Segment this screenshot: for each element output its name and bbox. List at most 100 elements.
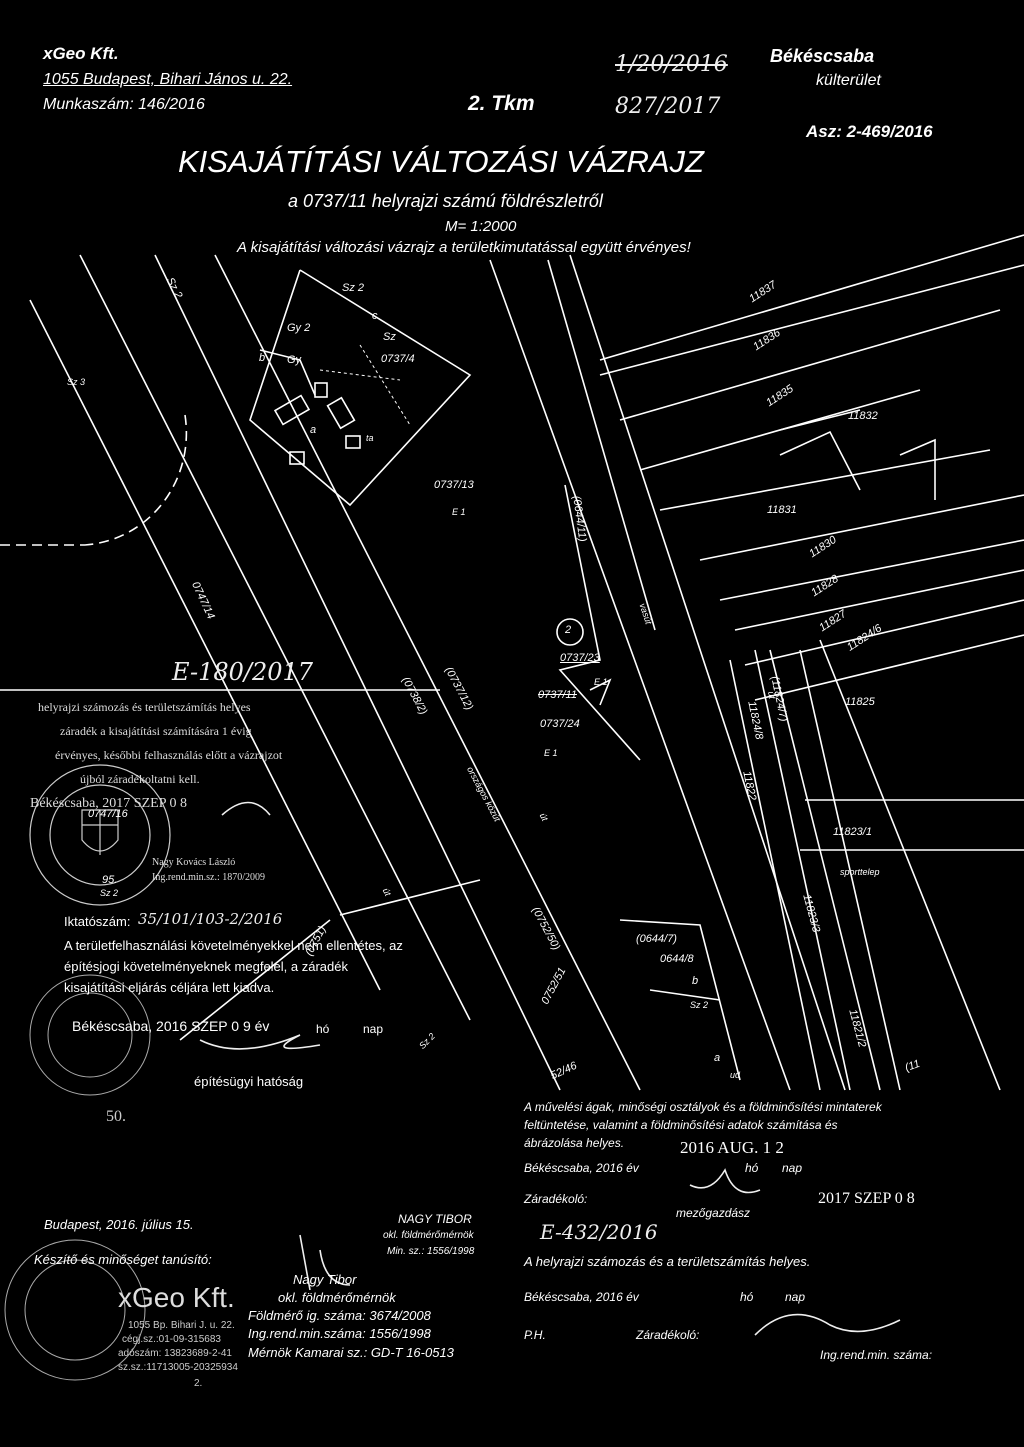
handwritten-ref-2: 827/2017 (615, 94, 721, 119)
parcel-0747-16: 0747/16 (88, 808, 128, 820)
ph-label: P.H. (524, 1328, 546, 1342)
person-title: okl. földmérőmérnök (278, 1290, 396, 1305)
person-title: Ing.rend.min.száma: 1556/1998 (248, 1326, 431, 1341)
signature-mezogazdasz (689, 1168, 761, 1194)
parcel-0737-24: 0737/24 (540, 718, 580, 730)
stamp-date: 2017 SZEP 0 8 (818, 1190, 915, 1207)
stamp-line: Min. sz.: 1556/1998 (387, 1246, 475, 1257)
iktato-number: 35/101/103-2/2016 (138, 910, 283, 928)
signature-nagy-tibor (299, 1234, 351, 1291)
footer-keszito: Készítő és minőséget tanúsító: (34, 1252, 212, 1267)
clause-date: Békéscsaba, 2017 SZEP 0 8 (30, 796, 187, 811)
label-50: 50. (106, 1108, 126, 1125)
seal-icon (29, 764, 171, 906)
label-c: c (372, 310, 378, 322)
person-title: Mérnök Kamarai sz.: GD-T 16-0513 (248, 1345, 454, 1360)
person-name: Nagy Tibor (293, 1272, 357, 1287)
label-a: a (714, 1052, 721, 1064)
scale-label: M= 1:2000 (445, 218, 517, 235)
parcel-11825: 11825 (845, 696, 875, 708)
mezogazdasz-label: mezőgazdász (676, 1206, 751, 1220)
label-ud: ud (730, 1070, 741, 1080)
iktato-label: Iktatószám: (64, 914, 131, 929)
parcel-0737-23: 0737/23 (560, 652, 600, 664)
company-stamp-line: 1055 Bp. Bihari J. u. 22. (128, 1320, 235, 1331)
clause-line: helyrajzi számozás és területszámítás he… (38, 700, 251, 714)
clause-line: záradék a kisajátítási számítására 1 évi… (60, 724, 252, 738)
company-stamp-line: adószám: 13823689-2-41 (118, 1348, 232, 1359)
company-stamp-name: xGeo Kft. (118, 1282, 235, 1313)
right-nap: nap (782, 1161, 803, 1175)
label-ut: út (766, 690, 778, 700)
label-sz2: Sz 2 (342, 282, 365, 294)
handwritten-code-2: E-432/2016 (540, 1220, 658, 1244)
label-b: b (259, 352, 266, 364)
label-95: 95. (102, 874, 118, 886)
signature-clause (221, 801, 271, 816)
area-label: külterület (816, 72, 881, 89)
hrsz-ok-text: A helyrajzi számozás és a területszámítá… (524, 1254, 811, 1269)
handwritten-code: E-180/2017 (172, 658, 314, 686)
label-e1: E 1 (594, 677, 608, 687)
circle-label-2: 2 (565, 624, 572, 636)
label-sporttelep: sporttelep (840, 867, 880, 877)
parcel-0644-8: 0644/8 (660, 953, 694, 965)
signature-authority (199, 1034, 321, 1050)
clause-reg: Ing.rend.min.sz.: 1870/2009 (152, 872, 266, 883)
authority-seal-icon (29, 974, 151, 1096)
label-b: b (692, 975, 699, 987)
handwritten-ref-1: 1/20/2016 (615, 52, 728, 77)
zaradekolo-label: Záradékoló: (636, 1328, 700, 1342)
company-name: xGeo Kft. (43, 44, 119, 63)
parcel-11831: 11831 (767, 504, 797, 516)
company-stamp-line: cégj.sz.:01-09-315683 (122, 1334, 221, 1345)
label-ta: ta (366, 433, 374, 443)
right-nap: nap (785, 1290, 806, 1304)
stamp-date: 2016 AUG. 1 2 (680, 1138, 784, 1157)
signature-hrsz (754, 1313, 901, 1336)
company-address: 1055 Budapest, Bihari János u. 22. (43, 71, 293, 88)
label-gy2: Gy 2 (287, 322, 311, 334)
parcel-0644-7: (0644/7) (636, 933, 677, 945)
company-stamp-line: 2. (194, 1378, 203, 1389)
zaradekolo-label: Záradékoló: (524, 1192, 588, 1206)
right-ho: hó (740, 1290, 754, 1304)
label-sz2: Sz 2 (690, 1000, 709, 1010)
city-label: Békéscsaba (770, 46, 875, 66)
iktato-ho: hó (316, 1022, 330, 1036)
asz-number: Asz: 2-469/2016 (806, 122, 933, 141)
clause-line: újból záradékoltatni kell. (80, 772, 200, 786)
iktato-nap: nap (363, 1022, 384, 1036)
page-title: KISAJÁTÍTÁSI VÁLTOZÁSI VÁZRAJZ (178, 144, 704, 179)
label-gy: Gy (287, 354, 302, 366)
iktato-text: A területfelhasználási követelményekkel … (64, 938, 403, 953)
label-a: a (310, 424, 317, 436)
tkm-label: 2. Tkm (468, 92, 535, 115)
right-ho: hó (745, 1161, 759, 1175)
parcel-0737-4: 0737/4 (381, 353, 415, 365)
label-sz: Sz (383, 331, 396, 343)
stamp-name: NAGY TIBOR (398, 1212, 472, 1226)
right-text: feltüntetése, valamint a földminősítési … (524, 1118, 838, 1132)
person-title: Földmérő ig. száma: 3674/2008 (248, 1308, 431, 1323)
work-number: Munkaszám: 146/2016 (43, 96, 205, 113)
validity-note: A kisajátítási változási vázrajz a terül… (237, 239, 691, 256)
company-stamp-line: sz.sz.:11713005-20325934 (118, 1362, 238, 1373)
label-sz2: Sz 2 (100, 888, 119, 898)
page-subtitle: a 0737/11 helyrajzi számú földrészletről (288, 191, 603, 211)
footer-date: Budapest, 2016. július 15. (44, 1217, 194, 1232)
iktato-text: építésjogi követelményeknek megfelel, a … (64, 959, 348, 974)
iktato-date: Békéscsaba, 2016 SZEP 0 9 év (72, 1018, 270, 1034)
label-sz3: Sz 3 (67, 377, 86, 387)
ing-rend-label: Ing.rend.min. száma: (820, 1348, 933, 1362)
parcel-11823-1: 11823/1 (833, 826, 872, 838)
stamp-line: okl. földmérőmérnök (383, 1230, 474, 1241)
right-text: A művelési ágak, minőségi osztályok és a… (524, 1100, 882, 1114)
iktato-text: kisajátítási eljárás céljára lett kiadva… (64, 980, 275, 995)
clause-name: Nagy Kovács László (152, 857, 236, 868)
right-place: Békéscsaba, 2016 év (524, 1290, 639, 1304)
right-text: ábrázolása helyes. (524, 1136, 625, 1150)
right-place: Békéscsaba, 2016 év (524, 1161, 639, 1175)
company-seal-icon (4, 1239, 146, 1381)
